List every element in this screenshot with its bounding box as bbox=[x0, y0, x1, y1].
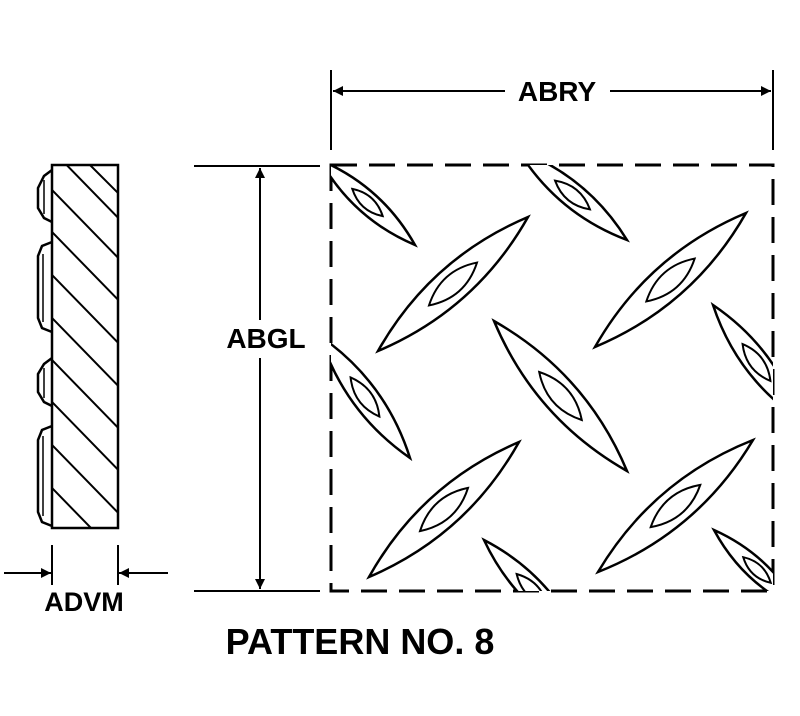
tread-lug-ridge bbox=[427, 261, 479, 307]
side-view bbox=[36, 163, 120, 530]
tread-lug bbox=[710, 301, 773, 401]
tread-lug-ridge bbox=[349, 375, 381, 419]
tread-lug-ridge bbox=[741, 342, 772, 383]
pattern-caption: PATTERN NO. 8 bbox=[226, 621, 495, 662]
tread-lug-ridge bbox=[537, 370, 584, 422]
height-dimension bbox=[194, 165, 320, 592]
tread-lug-ridge bbox=[350, 187, 385, 218]
side-lug bbox=[36, 424, 53, 528]
plate-face bbox=[329, 163, 775, 593]
thickness-label: ADVM bbox=[44, 587, 124, 617]
diamond-tread-pattern bbox=[331, 165, 773, 591]
tread-lug-ridge bbox=[553, 179, 592, 211]
width-label: ABRY bbox=[518, 76, 597, 107]
width-dimension bbox=[330, 70, 774, 150]
thickness-dimension bbox=[4, 545, 168, 585]
side-view-body bbox=[50, 163, 120, 530]
side-view-hatching bbox=[52, 165, 118, 528]
height-label: ABGL bbox=[226, 323, 305, 354]
tread-lug-ridge bbox=[644, 257, 697, 303]
tread-lug-ridge bbox=[418, 486, 470, 533]
tread-lug-ridge bbox=[515, 572, 543, 591]
tread-lug-ridge bbox=[649, 483, 702, 529]
side-lug bbox=[36, 169, 53, 224]
side-lug bbox=[36, 357, 53, 408]
tread-lug-ridge bbox=[741, 555, 773, 585]
tread-lug bbox=[481, 537, 551, 591]
side-lug bbox=[36, 240, 53, 334]
